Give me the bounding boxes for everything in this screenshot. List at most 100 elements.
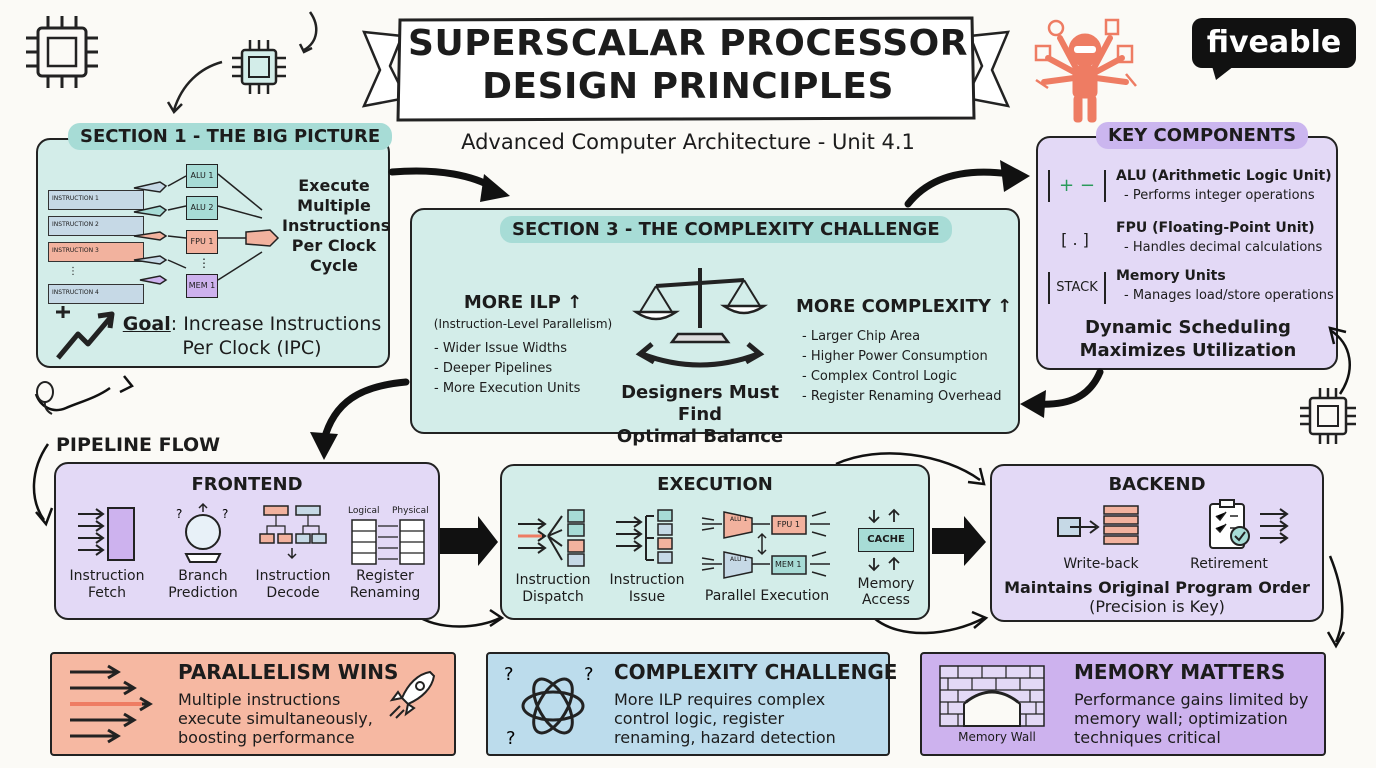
fpu-unit: FPU 1 [186,230,218,254]
alu-unit-label: ALU 1 [730,556,748,563]
chip-icon [26,16,98,88]
decor-arrows-top [166,11,318,115]
more-complexity-block: MORE COMPLEXITY ↑ - Larger Chip Area - H… [796,296,1016,407]
component-desc: - Manages load/store operations [1124,288,1334,303]
multi-arrow-icon [70,664,153,744]
component-title: FPU (Floating-Point Unit) [1116,220,1315,236]
section3-panel [410,208,1020,434]
footer-line-1: Dynamic Scheduling [1085,317,1291,338]
goal-label: Goal [122,313,171,335]
brand-logo[interactable]: fiveable [1192,18,1356,68]
balance-line-2: Optimal Balance [616,426,784,447]
output-arrow [245,229,280,247]
card-text-line: execute simultaneously, [178,709,373,728]
step-line: Parallel Execution [704,588,830,604]
alu-icon: + − [1048,170,1106,202]
balance-text: Designers Must Find Optimal Balance [600,382,800,448]
title-line-2: DESIGN PRINCIPLES [482,66,894,107]
logical-label: Logical [348,506,380,516]
balance-line-1: Designers Must Find [621,382,779,425]
list-item: - Complex Control Logic [802,369,958,384]
more-ilp-list: - Wider Issue Widths - Deeper Pipelines … [420,339,626,399]
svg-text:?: ? [584,664,594,685]
card-text-line: memory wall; optimization [1074,709,1288,728]
more-complexity-list: - Larger Chip Area - Higher Power Consum… [796,327,1016,407]
more-complexity-title: MORE COMPLEXITY ↑ [796,296,1013,317]
decode-icon [259,505,327,560]
chip-icon-small [232,40,286,94]
step-line: Decode [266,585,320,601]
footer-line-2: Maximizes Utilization [1079,340,1297,361]
card-title: PARALLELISM WINS [178,660,399,684]
step-parallel: Parallel Execution [692,588,842,605]
step-line: Instruction [515,572,591,588]
instruction-chip: INSTRUCTION 4 [48,284,144,304]
card-title: COMPLEXITY CHALLENGE [614,660,898,684]
card-text-line: Multiple instructions [178,690,341,709]
card-text: More ILP requires complex control logic,… [614,690,836,747]
crystal-ball-icon: ? ? [176,502,228,563]
step-line: Instruction [609,572,685,588]
list-item: - Register Renaming Overhead [802,389,1002,404]
card-text-line: Performance gains limited by [1074,690,1309,709]
fpu-icon: [ . ] [1061,230,1089,249]
instruction-chip: INSTRUCTION 1 [48,190,144,210]
title-line-1: SUPERSCALAR PROCESSOR [408,23,968,64]
svg-text:?: ? [504,664,514,685]
issue-icon [616,509,673,564]
step-line: Memory [857,576,915,592]
card-text-line: boosting performance [178,728,355,747]
step-line: Prediction [168,585,238,601]
backend-note-line-1: Maintains Original Program Order [1004,578,1310,597]
subtitle: Advanced Computer Architecture - Unit 4.… [461,130,915,154]
card-text-line: techniques critical [1074,728,1221,747]
step-line: Register [356,568,414,584]
alu-unit: ALU 2 [186,196,218,220]
backend-title: BACKEND [1108,474,1206,495]
mascot-icon [1034,18,1137,123]
ellipsis: ⋮ [198,256,210,270]
step-line: Instruction [69,568,145,584]
goal-text-2: Per Clock (IPC) [182,337,322,359]
more-ilp-block: MORE ILP ↑ (Instruction-Level Parallelis… [420,292,626,399]
card-text-line: control logic, register [614,709,785,728]
cache-box: CACHE [858,528,914,552]
execute-text: Execute Multiple Instructions Per Clock … [282,176,391,275]
card-text-line: renaming, hazard detection [614,728,836,747]
instruction-chip: INSTRUCTION 2 [48,216,144,236]
mem-unit-label: MEM 1 [775,560,802,569]
frontend-title: FRONTEND [191,474,303,495]
list-item: - Deeper Pipelines [434,361,553,376]
step-line: Fetch [88,585,126,601]
writeback-icon [1057,505,1139,545]
growth-arrow-icon [56,306,115,360]
list-item: - More Execution Units [434,381,581,396]
instruction-list: INSTRUCTION 1 INSTRUCTION 2 INSTRUCTION … [48,190,144,304]
instruction-chip: INSTRUCTION 3 [48,242,144,262]
list-item: - Larger Chip Area [802,329,921,344]
fetch-icon [78,507,135,561]
mem-unit: MEM 1 [186,274,218,298]
step-line: Branch [178,568,228,584]
goal-text-1: : Increase Instructions [170,313,382,335]
backend-note-line-2: (Precision is Key) [1089,597,1225,616]
svg-text:?: ? [222,507,228,521]
section1-label: SECTION 1 - THE BIG PICTURE [68,123,393,150]
brand-logo-tail [1212,66,1234,80]
key-components-footer: Dynamic Scheduling Maximizes Utilization [1040,316,1336,362]
execution-title: EXECUTION [657,474,773,495]
step-line: Instruction [255,568,331,584]
component-desc: - Handles decimal calculations [1124,240,1323,255]
list-item: - Wider Issue Widths [434,341,568,356]
key-components-label: KEY COMPONENTS [1096,122,1309,149]
backend-panel [990,464,1324,622]
more-complexity-title-text: MORE COMPLEXITY [796,296,991,317]
parallel-exec-icon [701,511,830,579]
step-line: Issue [628,589,666,605]
cache-arrows-icon [868,508,900,572]
